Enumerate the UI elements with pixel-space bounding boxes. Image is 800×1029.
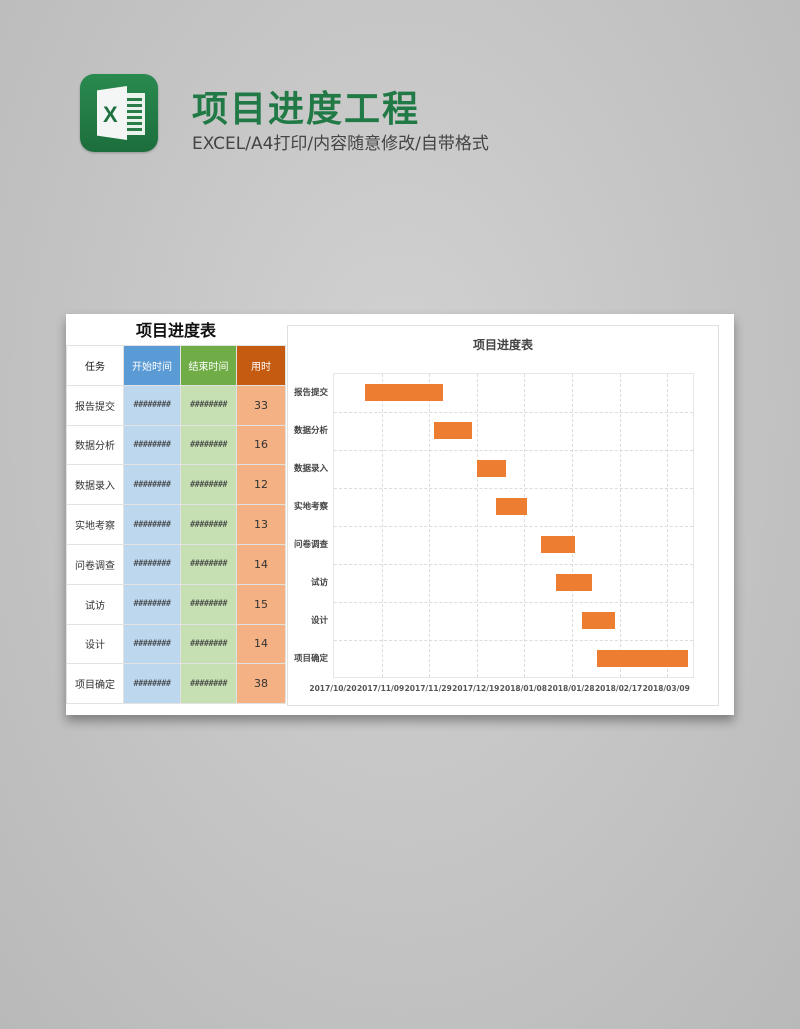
task-cell[interactable]: 数据录入: [66, 464, 124, 506]
gantt-bar[interactable]: [582, 612, 615, 629]
x-axis-tick: 2017/11/09: [356, 684, 405, 693]
table-row: 问卷调查 ######## ######## 14: [66, 543, 286, 585]
start-cell[interactable]: ########: [123, 623, 181, 665]
gantt-bar[interactable]: [556, 574, 592, 591]
x-axis-tick: 2018/01/28: [547, 684, 595, 693]
task-cell[interactable]: 试访: [66, 583, 124, 625]
duration-cell[interactable]: 38: [236, 663, 286, 705]
duration-cell[interactable]: 13: [236, 504, 286, 545]
column-header-duration: 用时: [236, 345, 286, 386]
table-row: 设计 ######## ######## 14: [66, 623, 286, 665]
table-row: 试访 ######## ######## 15: [66, 583, 286, 625]
gridline: [619, 374, 621, 677]
gridline: [334, 564, 693, 565]
gantt-bar[interactable]: [434, 422, 472, 439]
y-axis-label: 试访: [310, 578, 328, 588]
end-cell[interactable]: ########: [180, 424, 237, 466]
table-row: 项目确定 ######## ######## 38: [66, 663, 286, 705]
duration-cell[interactable]: 14: [236, 543, 286, 585]
x-axis-tick: 2017/10/20: [309, 684, 357, 693]
start-cell[interactable]: ########: [123, 384, 181, 426]
gantt-bar[interactable]: [597, 650, 688, 667]
end-cell[interactable]: ########: [180, 583, 237, 625]
duration-cell[interactable]: 15: [236, 583, 286, 625]
y-axis-label: 报告提交: [293, 388, 328, 398]
start-cell[interactable]: ########: [123, 663, 181, 705]
gridline: [334, 412, 693, 413]
x-axis-tick: 2018/03/09: [642, 684, 690, 693]
y-axis-label: 数据分析: [293, 426, 328, 436]
table-header-row: 任务 开始时间 结束时间 用时: [66, 345, 286, 386]
gridline: [667, 374, 669, 677]
table-row: 数据录入 ######## ######## 12: [66, 464, 286, 506]
gridline: [334, 640, 693, 641]
end-cell[interactable]: ########: [180, 663, 237, 705]
table-title: 项目进度表: [135, 321, 216, 340]
y-axis-label: 问卷调查: [293, 540, 328, 550]
x-axis-tick: 2018/01/08: [499, 684, 547, 693]
chart-title: 项目进度表: [472, 338, 533, 352]
task-cell[interactable]: 实地考察: [66, 504, 124, 545]
end-cell[interactable]: ########: [180, 384, 237, 426]
x-axis-tick: 2017/12/19: [452, 684, 500, 693]
gantt-chart[interactable]: 项目进度表 报告提交 数据分析 数据录入 实地考察 问卷调查 试访 设计 项目确…: [287, 325, 719, 706]
column-header-task: 任务: [66, 345, 124, 386]
schedule-table: 任务 开始时间 结束时间 用时 报告提交 ######## ######## 3…: [66, 345, 286, 705]
gantt-bar[interactable]: [477, 460, 506, 477]
task-cell[interactable]: 项目确定: [66, 663, 124, 705]
excel-icon: X: [80, 74, 158, 152]
duration-cell[interactable]: 14: [236, 623, 286, 665]
task-cell[interactable]: 数据分析: [66, 424, 124, 466]
task-cell[interactable]: 报告提交: [66, 384, 124, 426]
table-row: 数据分析 ######## ######## 16: [66, 424, 286, 466]
gridline: [334, 602, 693, 603]
task-cell[interactable]: 设计: [66, 623, 124, 665]
document-graphic: [97, 86, 127, 140]
duration-cell[interactable]: 33: [236, 384, 286, 426]
column-header-start: 开始时间: [123, 345, 181, 386]
gridline: [429, 374, 431, 677]
end-cell[interactable]: ########: [180, 623, 237, 665]
y-axis-label: 数据录入: [293, 464, 328, 474]
end-cell[interactable]: ########: [180, 543, 237, 585]
start-cell[interactable]: ########: [123, 583, 181, 625]
gantt-bar[interactable]: [365, 384, 443, 401]
gridline: [334, 488, 693, 489]
start-cell[interactable]: ########: [123, 464, 181, 506]
end-cell[interactable]: ########: [180, 504, 237, 545]
gantt-bar[interactable]: [541, 536, 575, 553]
spreadsheet-preview: 项目进度表 任务 开始时间 结束时间 用时 报告提交 ######## ####…: [66, 314, 734, 715]
column-header-end: 结束时间: [180, 345, 237, 386]
duration-cell[interactable]: 12: [236, 464, 286, 506]
x-axis-tick: 2018/02/17: [594, 684, 643, 693]
excel-x-glyph: X: [103, 102, 118, 127]
gridline: [334, 526, 693, 527]
y-axis-label: 项目确定: [293, 654, 328, 664]
page-title: 项目进度工程: [192, 89, 421, 130]
page-subtitle: EXCEL/A4打印/内容随意修改/自带格式: [192, 134, 489, 154]
task-cell[interactable]: 问卷调查: [66, 543, 124, 585]
y-axis-label: 设计: [310, 616, 328, 626]
gantt-bar[interactable]: [496, 498, 527, 515]
gridline: [524, 374, 526, 677]
table-row: 实地考察 ######## ######## 13: [66, 504, 286, 545]
gridline: [334, 450, 693, 451]
y-axis-label: 实地考察: [293, 502, 328, 512]
start-cell[interactable]: ########: [123, 424, 181, 466]
start-cell[interactable]: ########: [123, 543, 181, 585]
x-axis-tick: 2017/11/29: [404, 684, 452, 693]
gridline: [476, 374, 478, 677]
table-row: 报告提交 ######## ######## 33: [66, 384, 286, 426]
gridline: [572, 374, 573, 677]
duration-cell[interactable]: 16: [236, 424, 286, 466]
start-cell[interactable]: ########: [123, 504, 181, 545]
gridline: [381, 374, 383, 677]
plot-area: [333, 373, 694, 678]
end-cell[interactable]: ########: [180, 464, 237, 506]
